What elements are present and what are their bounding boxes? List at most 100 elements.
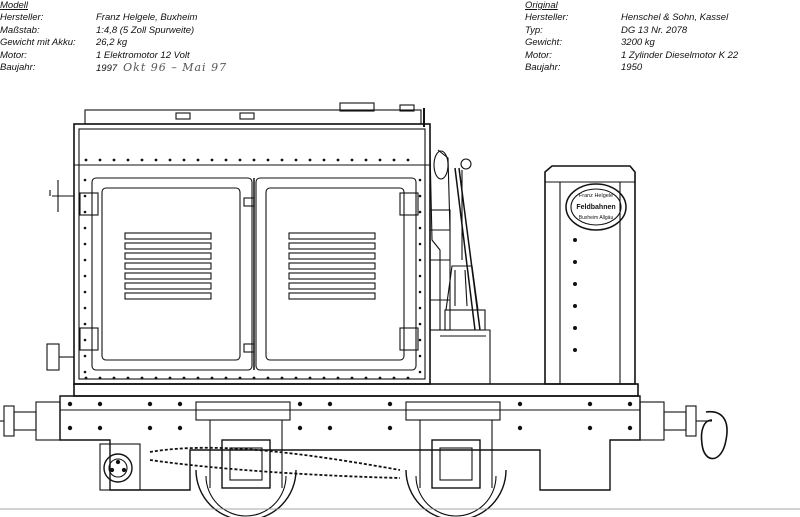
rivet: [378, 158, 382, 162]
spec-value: Henschel & Sohn, Kassel: [621, 12, 729, 23]
original-spec-table: Hersteller:Henschel & Sohn, Kassel Typ:D…: [525, 12, 738, 75]
original-spec-block: Original Hersteller:Henschel & Sohn, Kas…: [525, 0, 738, 75]
rivet: [83, 290, 87, 294]
rivet: [224, 158, 228, 162]
rivet-row-top: [84, 158, 410, 162]
right-axle-assembly: [405, 395, 501, 489]
spec-key: Gewicht mit Akku:: [0, 37, 76, 48]
spec-row: Baujahr:1950: [525, 62, 738, 75]
rivet: [83, 306, 87, 310]
spec-key: Baujahr:: [525, 62, 561, 73]
rivet: [297, 425, 303, 431]
rivet: [83, 322, 87, 326]
rivet: [327, 401, 333, 407]
louver-slot: [288, 282, 376, 290]
plate-line-1: Franz Helgele: [579, 193, 613, 199]
rivet: [168, 158, 172, 162]
spec-key: Hersteller:: [0, 12, 44, 23]
rivet: [182, 376, 186, 380]
rivet: [418, 322, 422, 326]
drive-chain: [149, 446, 401, 479]
louver-slot: [288, 242, 376, 250]
rivet: [418, 370, 422, 374]
spec-row: Motor:1 Zylinder Dieselmotor K 22: [525, 50, 738, 63]
rivet: [627, 401, 633, 407]
rivet: [210, 376, 214, 380]
louver-slot: [124, 252, 212, 260]
rivet: [154, 376, 158, 380]
rivet: [238, 158, 242, 162]
cab-rivets: [573, 238, 577, 352]
spec-row: Gewicht mit Akku: 26,2 kg: [0, 37, 227, 50]
spec-key: Gewicht:: [525, 37, 562, 48]
rivet: [418, 290, 422, 294]
rivet: [627, 425, 633, 431]
rivet: [83, 338, 87, 342]
spec-row: Maßstab:1:4,8 (5 Zoll Spurweite): [0, 25, 227, 38]
rivet: [573, 326, 577, 330]
rivet: [252, 158, 256, 162]
spec-key: Maßstab:: [0, 24, 40, 36]
rivet: [587, 401, 593, 407]
rivet: [83, 242, 87, 246]
left-louvers: [124, 232, 212, 300]
spec-value: 26,2 kg: [96, 37, 128, 48]
spec-value: DG 13 Nr. 2078: [621, 24, 688, 36]
rivet: [83, 258, 87, 262]
spec-value: 1 Zylinder Dieselmotor K 22: [621, 49, 739, 61]
spec-value: Franz Helgele, Buxheim: [96, 12, 198, 23]
rivet: [364, 376, 368, 380]
spec-row: Gewicht: 3200 kg: [525, 37, 738, 50]
rivet: [210, 158, 214, 162]
louver-slot: [288, 232, 376, 240]
rivet: [406, 376, 410, 380]
rivet: [327, 425, 333, 431]
rivet: [418, 226, 422, 230]
rivet: [126, 158, 130, 162]
rivet: [294, 376, 298, 380]
rivet: [140, 376, 144, 380]
rivet: [350, 158, 354, 162]
frame-bolts: [67, 401, 633, 431]
spec-value: 3200 kg: [621, 37, 655, 48]
rivet: [387, 425, 393, 431]
rivet: [587, 425, 593, 431]
louver-slot: [288, 262, 376, 270]
rivet: [266, 158, 270, 162]
engine-cylinder: [429, 209, 451, 331]
rivet: [83, 226, 87, 230]
model-spec-table: Hersteller: Franz Helgele, Buxheim Maßsta…: [0, 12, 227, 76]
spec-key: Baujahr:: [0, 62, 36, 73]
rivet: [392, 158, 396, 162]
rivet: [238, 376, 242, 380]
rivet: [418, 354, 422, 358]
rivet: [280, 158, 284, 162]
rivet: [573, 348, 577, 352]
louver-slot: [288, 252, 376, 260]
rivet: [266, 376, 270, 380]
rivet: [154, 158, 158, 162]
spec-row: Typ: DG 13 Nr. 2078: [525, 25, 738, 38]
rivet: [418, 210, 422, 214]
rivet: [418, 258, 422, 262]
rivet: [147, 401, 153, 407]
left-door: [91, 177, 253, 371]
rivet: [182, 158, 186, 162]
rivet: [573, 282, 577, 286]
left-coupler: [0, 401, 61, 441]
handwritten-note: Okt 96 – Mai 97: [123, 61, 228, 74]
rivet: [84, 376, 88, 380]
rivet: [350, 376, 354, 380]
rivet: [322, 376, 326, 380]
rivet: [378, 376, 382, 380]
spec-row: Hersteller: Franz Helgele, Buxheim: [0, 12, 227, 25]
rivet: [83, 178, 87, 182]
rivet: [97, 425, 103, 431]
right-door: [255, 177, 417, 371]
louver-slot: [124, 272, 212, 280]
rivet: [573, 238, 577, 242]
rivet: [98, 158, 102, 162]
rivet: [83, 194, 87, 198]
spec-key: Typ:: [525, 24, 543, 36]
